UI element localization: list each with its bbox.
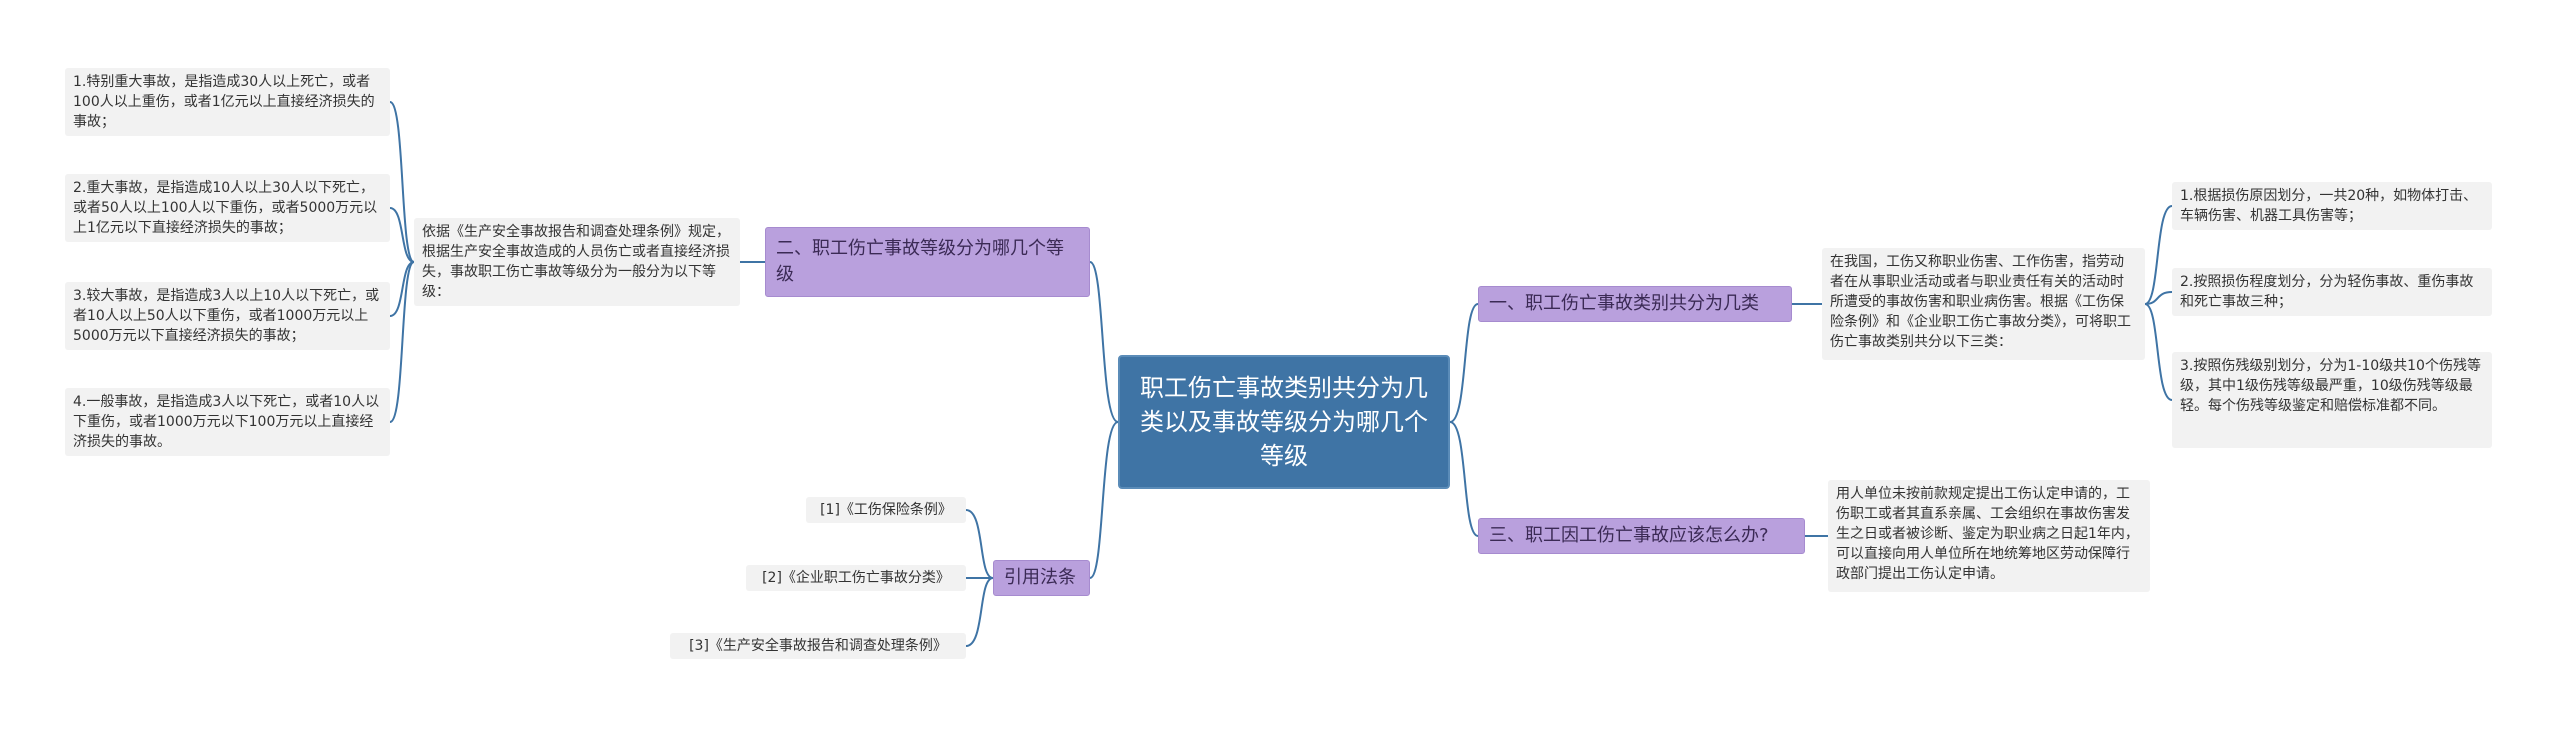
category-item-1: 1.根据损伤原因划分，一共20种，如物体打击、车辆伤害、机器工具伤害等； bbox=[2172, 182, 2492, 230]
root-topic[interactable]: 职工伤亡事故类别共分为几类以及事故等级分为哪几个等级 bbox=[1118, 355, 1450, 489]
branch-cited-laws[interactable]: 引用法条 bbox=[993, 560, 1090, 596]
branch-accident-levels[interactable]: 二、职工伤亡事故等级分为哪几个等级 bbox=[765, 227, 1090, 297]
level-item-2: 2.重大事故，是指造成10人以上30人以下死亡，或者50人以上100人以下重伤，… bbox=[65, 174, 390, 242]
branch-cited-laws-label: 引用法条 bbox=[1004, 567, 1076, 588]
law-item-1[interactable]: [1]《工伤保险条例》 bbox=[806, 497, 966, 523]
level-item-4: 4.一般事故，是指造成3人以下死亡，或者10人以下重伤，或者1000万元以下10… bbox=[65, 388, 390, 456]
law-item-2[interactable]: [2]《企业职工伤亡事故分类》 bbox=[746, 565, 966, 591]
branch-what-to-do-label: 三、职工因工伤亡事故应该怎么办? bbox=[1489, 525, 1769, 546]
claim-description: 用人单位未按前款规定提出工伤认定申请的，工伤职工或者其直系亲属、工会组织在事故伤… bbox=[1828, 480, 2150, 592]
categories-description: 在我国，工伤又称职业伤害、工作伤害，指劳动者在从事职业活动或者与职业责任有关的活… bbox=[1822, 248, 2145, 360]
branch-accident-categories[interactable]: 一、职工伤亡事故类别共分为几类 bbox=[1478, 286, 1792, 322]
branch-accident-categories-label: 一、职工伤亡事故类别共分为几类 bbox=[1489, 293, 1759, 314]
category-item-3: 3.按照伤残级别划分，分为1-10级共10个伤残等级，其中1级伤残等级最严重，1… bbox=[2172, 352, 2492, 448]
level-item-1: 1.特别重大事故，是指造成30人以上死亡，或者100人以上重伤，或者1亿元以上直… bbox=[65, 68, 390, 136]
level-item-3: 3.较大事故，是指造成3人以上10人以下死亡，或者10人以上50人以下重伤，或者… bbox=[65, 282, 390, 350]
root-topic-text: 职工伤亡事故类别共分为几类以及事故等级分为哪几个等级 bbox=[1140, 374, 1428, 470]
levels-description: 依据《生产安全事故报告和调查处理条例》规定，根据生产安全事故造成的人员伤亡或者直… bbox=[414, 218, 740, 306]
branch-what-to-do[interactable]: 三、职工因工伤亡事故应该怎么办? bbox=[1478, 518, 1805, 554]
branch-accident-levels-label: 二、职工伤亡事故等级分为哪几个等级 bbox=[776, 238, 1064, 285]
law-item-3[interactable]: [3]《生产安全事故报告和调查处理条例》 bbox=[670, 633, 966, 659]
category-item-2: 2.按照损伤程度划分，分为轻伤事故、重伤事故和死亡事故三种； bbox=[2172, 268, 2492, 316]
